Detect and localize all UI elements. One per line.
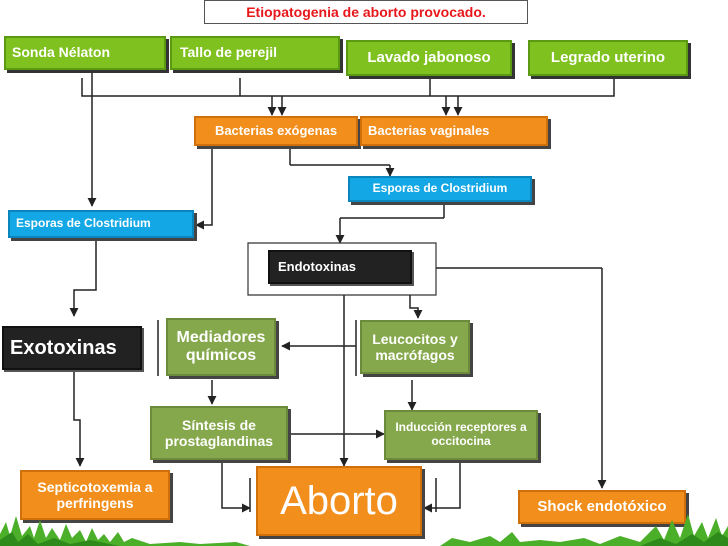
arrow [409,295,423,319]
arrow [221,460,251,513]
node-induccion-receptores: Inducción receptores a occitocina [384,410,538,460]
node-septicotoxemia: Septicotoxemia a perfringens [20,470,170,520]
node-aborto: Aborto [256,466,422,536]
node-legrado-uterino: Legrado uterino [528,40,688,76]
node-sonda-nelaton: Sonda Nélaton [4,36,166,70]
node-leucocitos-macrofagos: Leucocitos y macrófagos [360,320,470,374]
node-exotoxinas: Exotoxinas [2,326,142,370]
grass-decoration [0,514,728,546]
connector [81,78,615,97]
node-lavado-jabonoso: Lavado jabonoso [346,40,512,76]
diagram-title: Etiopatogenia de aborto provocado. [204,0,528,24]
node-endotoxinas: Endotoxinas [268,250,412,284]
node-shock-endotoxico: Shock endotóxico [518,490,686,524]
node-bacterias-exogenas: Bacterias exógenas [194,116,358,146]
arrow [423,460,461,513]
node-esporas-clostridium-left: Esporas de Clostridium [8,210,194,238]
arrow [69,238,97,317]
node-tallo-perejil: Tallo de perejil [170,36,340,70]
node-bacterias-vaginales: Bacterias vaginales [360,116,548,146]
node-sintesis-prostaglandinas: Síntesis de prostaglandinas [150,406,288,460]
arrow [195,146,213,230]
node-mediadores-quimicos: Mediadores químicos [166,318,276,376]
connector [249,478,437,512]
node-esporas-clostridium-right: Esporas de Clostridium [348,176,532,202]
arrow [73,372,85,467]
connector [247,242,437,296]
